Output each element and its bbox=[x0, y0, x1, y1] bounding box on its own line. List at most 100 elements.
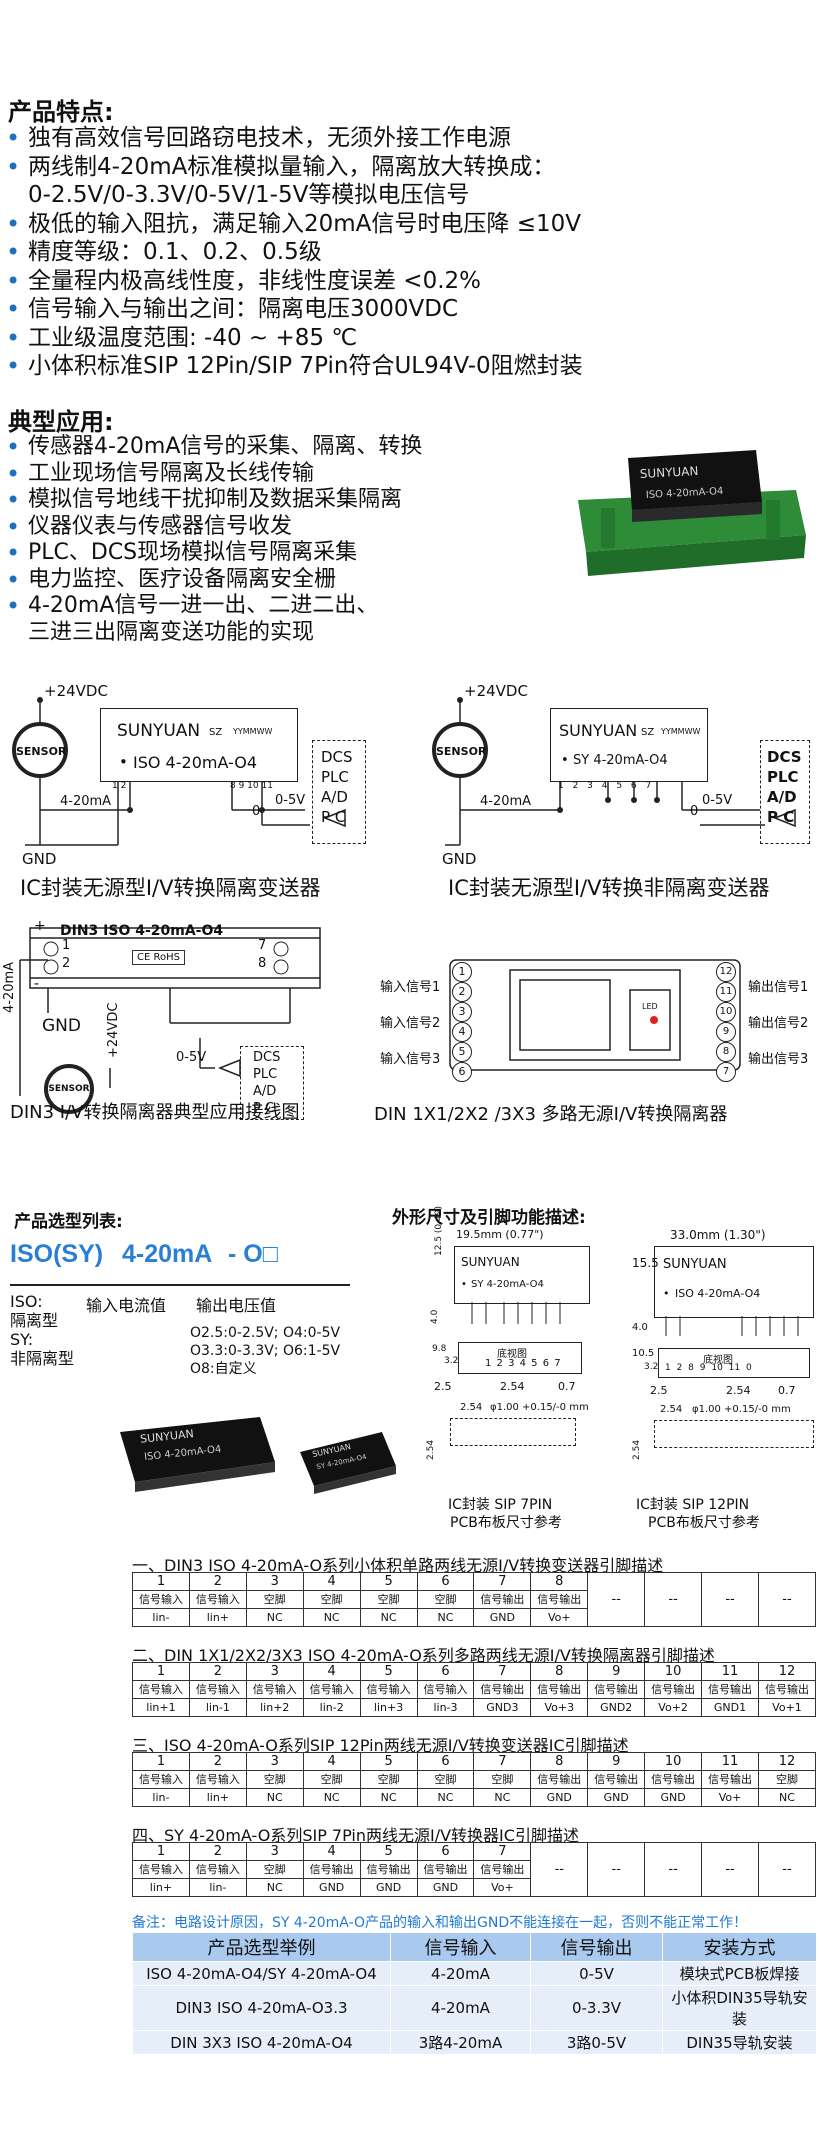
pin-function: 信号输入 bbox=[132, 1590, 190, 1609]
pin-signal: NC bbox=[757, 1788, 817, 1807]
pin-number: 1 bbox=[132, 1662, 190, 1681]
note: 备注：电路设计原因，SY 4-20mA-O产品的输入和输出GND不能连接在一起，… bbox=[132, 1915, 748, 1931]
bullet-icon: • bbox=[6, 512, 21, 541]
pin-number: 12 bbox=[757, 1662, 817, 1681]
pin-function: 空脚 bbox=[302, 1770, 361, 1789]
input-signal-label: 输入信号2 bbox=[380, 1016, 441, 1031]
pin-signal: GND bbox=[302, 1878, 361, 1897]
d1-current: 4-20mA bbox=[60, 794, 112, 809]
pin-signal: NC bbox=[302, 1608, 361, 1627]
selection-rule bbox=[10, 1284, 350, 1286]
pin-signal: lin- bbox=[132, 1788, 190, 1807]
pin-function: 空脚 bbox=[359, 1770, 418, 1789]
pin-number: 2 bbox=[188, 1752, 247, 1771]
pin-function: 信号输出 bbox=[701, 1770, 759, 1789]
selection-cell: DIN 3X3 ISO 4-20mA-O4 bbox=[132, 2030, 391, 2055]
d3-sensor: SENSOR bbox=[44, 1064, 94, 1114]
iso-label: 非隔离型 bbox=[10, 1349, 75, 1368]
pin-number: 1 bbox=[132, 1752, 190, 1771]
pin-function: 信号输出 bbox=[644, 1680, 703, 1699]
pin-signal: lin- bbox=[188, 1878, 247, 1897]
input-signal-label: 输入信号3 bbox=[380, 1052, 441, 1067]
output-signal-label: 输出信号1 bbox=[748, 980, 809, 995]
application-item: •仪器仪表与传感器信号收发 bbox=[6, 512, 293, 541]
selection-cell: 0-3.3V bbox=[530, 1985, 663, 2031]
pin-function: 空脚 bbox=[416, 1590, 475, 1609]
pin-number: -- bbox=[701, 1572, 759, 1627]
bullet-icon: • bbox=[6, 124, 21, 152]
pin-function: 空脚 bbox=[473, 1770, 532, 1789]
output-option: O3.3:0-3.3V; O6:1-5V bbox=[190, 1343, 341, 1359]
pin-function: 空脚 bbox=[245, 1590, 304, 1609]
pin-number: 4 bbox=[302, 1842, 361, 1861]
dcs-label: P C bbox=[253, 1101, 275, 1116]
pin-signal: Vo+ bbox=[530, 1608, 589, 1627]
pin-signal: lin+ bbox=[132, 1878, 190, 1897]
pin-signal: GND3 bbox=[473, 1698, 532, 1717]
d2-caption: IC封装无源型I/V转换非隔离变送器 bbox=[448, 876, 770, 900]
pin-signal: NC bbox=[359, 1788, 418, 1807]
pin-function: 信号输入 bbox=[188, 1860, 247, 1879]
pin-function: 信号输出 bbox=[530, 1770, 589, 1789]
pin-signal: NC bbox=[416, 1788, 475, 1807]
d3-vout: 0-5V bbox=[176, 1050, 207, 1065]
pin-number: 5 bbox=[359, 1662, 418, 1681]
pin-number: -- bbox=[644, 1842, 703, 1897]
d1-vout: 0-5V bbox=[275, 793, 306, 808]
applications-list: •传感器4-20mA信号的采集、隔离、转换•工业现场信号隔离及长线传输•模拟信号… bbox=[4, 434, 422, 646]
pin-number: 3 bbox=[245, 1572, 304, 1591]
d1-zero: 0 bbox=[252, 804, 261, 819]
pin-number: 6 bbox=[416, 1752, 475, 1771]
pin-number: 7 bbox=[473, 1842, 532, 1861]
pin-function: 信号输出 bbox=[473, 1860, 532, 1879]
pin-signal: Vo+ bbox=[473, 1878, 532, 1897]
pin-function: 信号输入 bbox=[132, 1680, 190, 1699]
pin-function: 空脚 bbox=[359, 1590, 418, 1609]
pin-number: 8 bbox=[530, 1572, 589, 1591]
d2-zero: 0 bbox=[690, 804, 699, 819]
dimensions-title: 外形尺寸及引脚功能描述: bbox=[392, 1208, 586, 1228]
din-photo-brand: SUNYUAN bbox=[639, 464, 698, 481]
application-item: •模拟信号地线干扰抑制及数据采集隔离 bbox=[6, 486, 403, 514]
pin-signal: GND1 bbox=[701, 1698, 759, 1717]
pin-signal: Vo+ bbox=[701, 1788, 759, 1807]
pin-number: 5 bbox=[359, 1752, 418, 1771]
output-option: O8:自定义 bbox=[190, 1361, 257, 1377]
pin-function: 信号输入 bbox=[132, 1860, 190, 1879]
application-item: •PLC、DCS现场模拟信号隔离采集 bbox=[6, 539, 358, 567]
application-item: •4-20mA信号一进一出、二进二出、 bbox=[6, 592, 379, 620]
feature-item: •独有高效信号回路窃电技术，无须外接工作电源 bbox=[6, 124, 511, 152]
selection-cell: 小体积DIN35导轨安装 bbox=[662, 1985, 817, 2031]
selection-cell: DIN3 ISO 4-20mA-O3.3 bbox=[132, 1985, 391, 2031]
pin-number: 11 bbox=[701, 1662, 759, 1681]
pin-number: 2 bbox=[188, 1842, 247, 1861]
pin-function: 信号输出 bbox=[757, 1680, 817, 1699]
terminal: 6 bbox=[452, 1062, 472, 1082]
din-rail-product-image: SUNYUAN ISO 4-20mA-O4 bbox=[566, 440, 811, 580]
d2-gnd: GND bbox=[442, 850, 477, 868]
d1-sensor: SENSOR bbox=[12, 722, 68, 778]
dcs-label: A/D bbox=[321, 788, 348, 806]
input-label: 输入电流值 bbox=[86, 1296, 167, 1315]
pin-signal: lin+2 bbox=[245, 1698, 304, 1717]
pin-number: 3 bbox=[245, 1752, 304, 1771]
application-item: 三进三出隔离变送功能的实现 bbox=[28, 619, 315, 645]
pin-number: 4 bbox=[302, 1572, 361, 1591]
pin-number: 9 bbox=[587, 1662, 646, 1681]
application-item: •电力监控、医疗设备隔离安全栅 bbox=[6, 565, 337, 594]
bullet-icon: • bbox=[6, 592, 21, 620]
features-list: •独有高效信号回路窃电技术，无须外接工作电源•两线制4-20mA标准模拟量输入，… bbox=[4, 124, 583, 381]
terminal: 12 bbox=[716, 962, 736, 982]
selection-cell: 模块式PCB板焊接 bbox=[662, 1961, 817, 1986]
output-option: O2.5:0-2.5V; O4:0-5V bbox=[190, 1325, 341, 1341]
pin-number: 4 bbox=[302, 1662, 361, 1681]
pin-table-title: 一、DIN3 ISO 4-20mA-O系列小体积单路两线无源I/V转换变送器引脚… bbox=[132, 1556, 664, 1575]
iso-label: ISO: bbox=[10, 1292, 43, 1311]
d2-current: 4-20mA bbox=[480, 794, 532, 809]
